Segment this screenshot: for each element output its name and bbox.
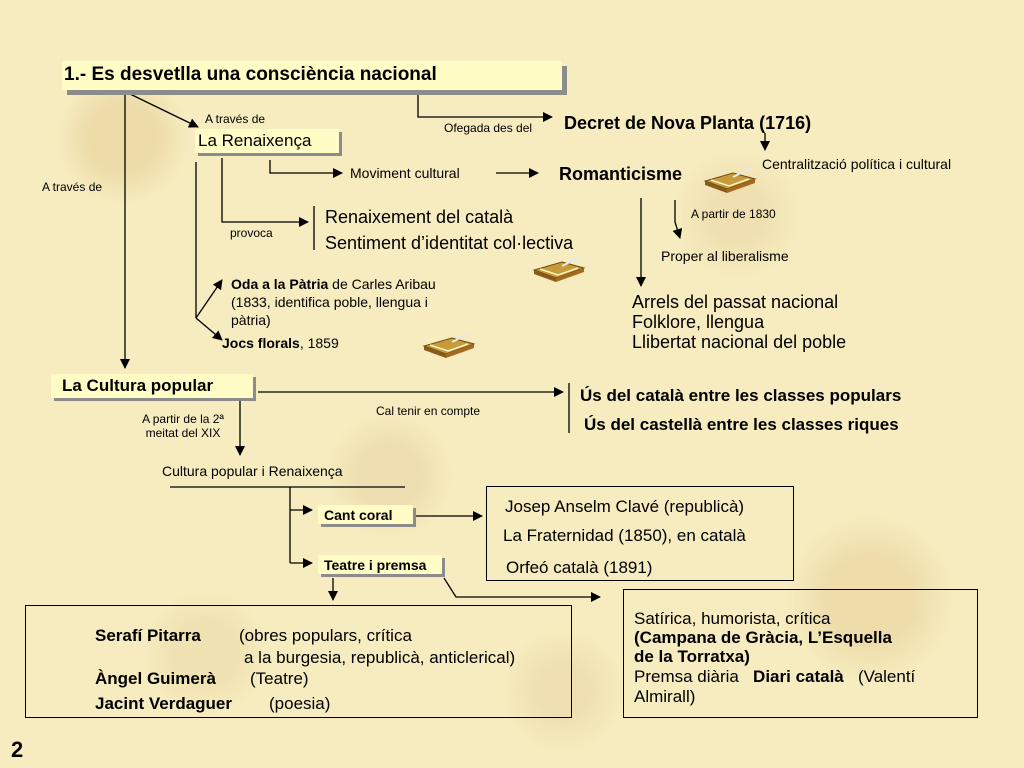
page-number: 2 [11, 737, 24, 762]
box-press: Satírica, humorista, crítica (Campana de… [623, 589, 978, 718]
node-decret: Decret de Nova Planta (1716) [564, 113, 812, 133]
arrow-title-to-renaixenca [127, 92, 199, 128]
node-cultura-popular: La Cultura popular [51, 374, 253, 398]
node-cultura-renaixenca: Cultura popular i Renaixença [162, 463, 343, 479]
label-a-traves-de-left: A través de [42, 180, 103, 194]
node-renaixement: Renaixement del català [325, 207, 514, 227]
node-proper-liberalisme: Proper al liberalisme [661, 248, 789, 264]
node-us-castella: Ús del castellà entre les classes riques [584, 415, 899, 434]
book-quill-icon [703, 167, 757, 193]
node-oda: Oda a la Pàtria de Carles Aribau (1833, … [231, 276, 436, 328]
label-a-partir-2a: A partir de la 2ª meitat del XIX [142, 412, 224, 440]
label-a-traves-de: A través de [205, 112, 266, 126]
arrow-provoca [221, 158, 309, 227]
label-ofegada: Ofegada des del [444, 121, 533, 135]
node-arrels: Arrels del passat nacional Folklore, lle… [632, 292, 847, 352]
node-renaixenca: La Renaixença [195, 129, 339, 153]
node-centralitzacio: Centralització política i cultural [762, 156, 952, 172]
arrow-romanticisme-to-proper [672, 200, 683, 239]
title-box: 1.- Es desvetlla una consciència naciona… [62, 61, 562, 90]
page-title: 1.- Es desvetlla una consciència naciona… [64, 64, 437, 85]
book-quill-icon [422, 332, 476, 358]
arrow-title-to-decret [417, 93, 553, 122]
node-jocs-florals: Jocs florals, 1859 [222, 335, 339, 351]
book-quill-icon [532, 256, 586, 282]
label-moviment-cultural: Moviment cultural [350, 165, 460, 181]
label-a-partir-1830: A partir de 1830 [691, 207, 776, 221]
node-teatre-premsa: Teatre i premsa [318, 555, 442, 574]
arrow-teatre-to-press [443, 577, 601, 602]
label-provoca: provoca [230, 226, 273, 240]
node-sentiment: Sentiment d’identitat col·lectiva [325, 233, 574, 253]
box-clave: Josep Anselm Clavé (republicà) La Frater… [486, 486, 794, 581]
arrow-to-oda [195, 279, 223, 319]
box-authors: Serafí Pitarra (obres populars, crítica … [25, 605, 572, 718]
arrow-to-jocs [195, 317, 223, 341]
label-cal-tenir: Cal tenir en compte [376, 404, 481, 418]
node-us-catala: Ús del català entre les classes populars [580, 386, 902, 405]
node-romanticisme: Romanticisme [559, 164, 683, 184]
arrow-renaixenca-to-moviment [269, 160, 343, 178]
node-cant-coral: Cant coral [318, 505, 413, 524]
